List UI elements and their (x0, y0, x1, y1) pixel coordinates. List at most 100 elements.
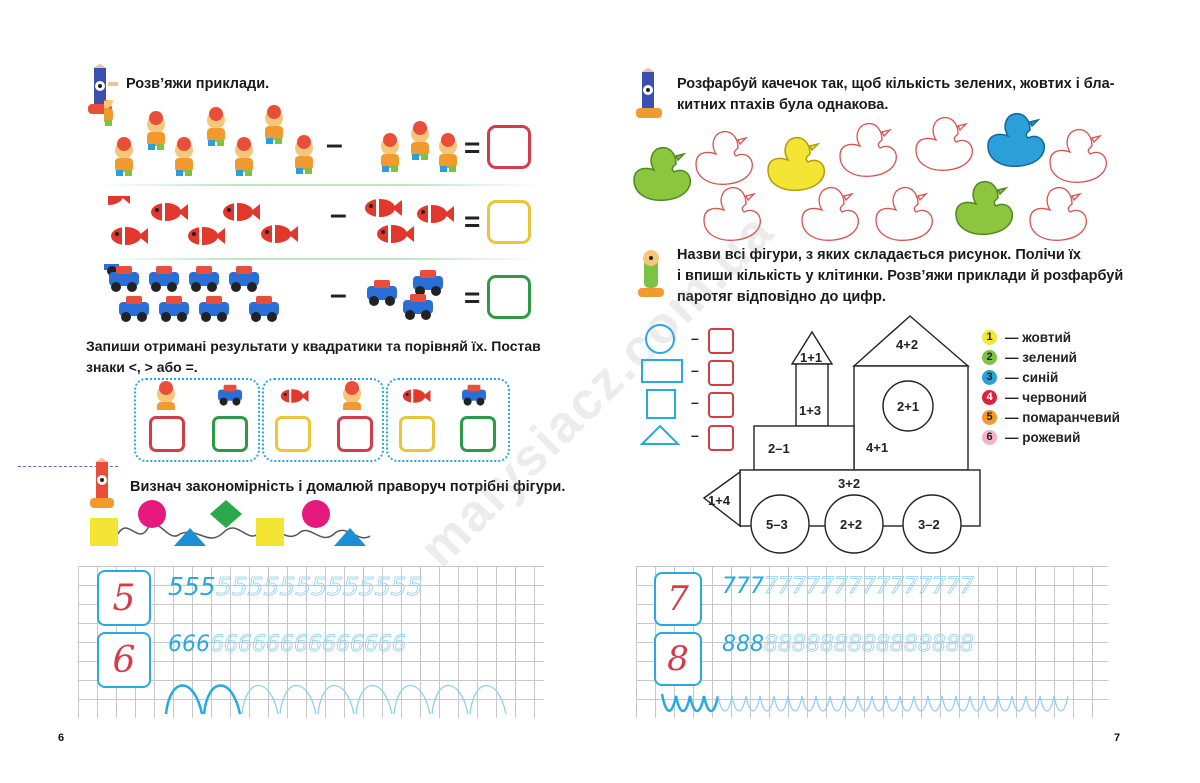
compare-box[interactable] (399, 416, 435, 452)
compare-box[interactable] (460, 416, 496, 452)
sample-digits: 666 (168, 632, 210, 657)
duck-blue (987, 112, 1046, 168)
digit-sample: 8 (667, 639, 689, 679)
duck-outline (1029, 186, 1087, 241)
duck-yellow (767, 136, 826, 192)
task2-instruction-line1: Запиши отримані результати у квадратики … (86, 338, 541, 354)
duck-outline (875, 186, 933, 241)
digit-sample: 7 (667, 579, 689, 619)
fish-group-right (365, 199, 454, 243)
writing-sample: 777777777777777777 (722, 574, 975, 600)
minus-sign: – (330, 278, 347, 311)
row-divider (100, 184, 540, 186)
legend-label: — синій (1005, 369, 1059, 385)
pencil-mascot-icon (636, 68, 662, 118)
legend-item: 1 — жовтий (982, 327, 1120, 347)
train-drawing[interactable]: 1+1 1+3 4+2 2+1 2–1 4+1 3+2 1+4 5–3 2+2 … (700, 312, 990, 558)
legend-badge: 1 (982, 329, 997, 345)
legend-badge: 6 (982, 429, 997, 445)
digit-card: 8 (654, 632, 702, 686)
train-label: 1+3 (799, 403, 821, 418)
pencil-mascot-icon (88, 64, 118, 114)
wheel-1 (750, 494, 810, 554)
legend-item: 3 — синій (982, 367, 1120, 387)
legend-label: — рожевий (1005, 429, 1081, 445)
arch-trace[interactable] (164, 672, 524, 716)
trace-digits[interactable]: 5555555555555 (215, 572, 423, 602)
count-box[interactable] (708, 425, 734, 451)
count-dash: – (691, 427, 699, 443)
cab-left (753, 425, 855, 471)
duck-instruction-line2: китних птахів була однакова. (677, 97, 889, 113)
page-number-right: 7 (1114, 732, 1121, 744)
answer-box[interactable] (487, 125, 531, 169)
duck-outline (801, 186, 859, 241)
task2-instruction-line2: знаки <, > або =. (86, 359, 198, 375)
task1-instruction: Розв’яжи приклади. (126, 76, 270, 92)
equals-sign: = (464, 206, 481, 237)
trace-digits[interactable]: 66666666666666 (210, 632, 407, 658)
legend-badge: 2 (982, 349, 997, 365)
triangle-shape (334, 528, 366, 546)
dolls-group-left (104, 100, 313, 176)
ducks-area[interactable] (630, 108, 1116, 244)
count-box[interactable] (708, 392, 734, 418)
wheel-3 (902, 494, 962, 554)
square-icon (646, 389, 676, 419)
compare-group (386, 378, 510, 462)
circle-shape (138, 500, 166, 528)
count-box[interactable] (708, 328, 734, 354)
train-label: 1+1 (800, 350, 822, 365)
task3-instruction: Визнач закономірність і домалюй праворуч… (130, 479, 566, 495)
count-box[interactable] (708, 360, 734, 386)
legend-item: 5— помаранчевий (982, 407, 1120, 427)
dolls-group-right (381, 121, 457, 172)
legend-item: 6 — рожевий (982, 427, 1120, 447)
triangle-shape (174, 528, 206, 546)
left-page: Розв’яжи приклади. – = (18, 64, 566, 744)
duck-outline (695, 130, 753, 185)
right-page: Розфарбуй качечок так, щоб кількість зел… (600, 0, 1200, 783)
duck-outline (915, 116, 973, 171)
pencil-mascot-icon (90, 458, 114, 508)
train-label: 2+1 (897, 399, 919, 414)
answer-box[interactable] (487, 200, 531, 244)
fold-line (18, 466, 118, 467)
compare-box[interactable] (149, 416, 185, 452)
count-dash: – (691, 330, 699, 346)
legend-label: — помаранчевий (1005, 409, 1120, 425)
digit-card: 7 (654, 572, 702, 626)
compare-box[interactable] (212, 416, 248, 452)
train-label: 3–2 (918, 517, 940, 532)
train-label: 4+2 (896, 337, 918, 352)
sample-digits: 777 (722, 574, 764, 599)
legend-badge: 4 (982, 389, 997, 405)
equals-sign: = (464, 132, 481, 163)
legend-label: — жовтий (1005, 329, 1072, 345)
compare-box[interactable] (275, 416, 311, 452)
legend-item: 4— червоний (982, 387, 1120, 407)
compare-group (262, 378, 384, 462)
minus-sign: – (330, 198, 347, 231)
square-shape (90, 518, 118, 546)
answer-box[interactable] (487, 275, 531, 319)
fish-group-left (108, 196, 298, 245)
trace-digits[interactable]: 777777777777777 (764, 574, 975, 600)
equals-sign: = (464, 282, 481, 313)
nose (702, 470, 741, 528)
count-dash: – (691, 394, 699, 410)
sample-digits: 888 (722, 632, 764, 657)
wave-trace[interactable] (660, 690, 1080, 714)
window (882, 380, 934, 432)
trace-digits[interactable]: 888888888888888 (764, 632, 975, 658)
wheel-2 (824, 494, 884, 554)
train-label: 1+4 (708, 493, 731, 508)
digit-card: 6 (97, 632, 151, 688)
count-dash: – (691, 362, 699, 378)
legend-badge: 3 (982, 369, 997, 385)
train-label: 2+2 (840, 517, 862, 532)
legend-label: — зелений (1005, 349, 1077, 365)
digit-card: 5 (97, 570, 151, 626)
compare-box[interactable] (337, 416, 373, 452)
square-shape (256, 518, 284, 546)
